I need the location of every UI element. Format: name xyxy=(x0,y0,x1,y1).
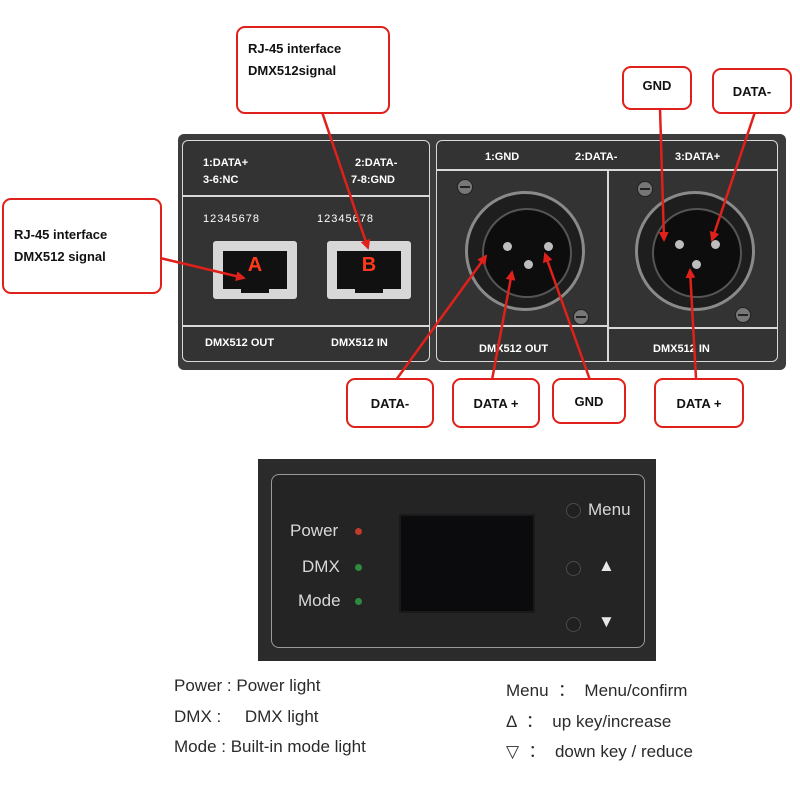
up-arrow-icon: ▲ xyxy=(598,556,615,575)
xlr-plug-ring xyxy=(652,208,742,298)
rj45-section: 1:DATA+ 3-6:NC 2:DATA- 7-8:GND 12345678 … xyxy=(182,140,430,362)
divider xyxy=(607,327,777,329)
rj45-pinout-right-2: 7-8:GND xyxy=(351,174,396,186)
divider xyxy=(607,169,609,361)
connector-panel: 1:DATA+ 3-6:NC 2:DATA- 7-8:GND 12345678 … xyxy=(178,134,786,370)
legend-power: Power : Power light xyxy=(174,676,321,695)
xlr-out-socket[interactable] xyxy=(465,191,585,311)
callout-text: DATA + xyxy=(676,395,722,411)
power-label: Power xyxy=(290,521,339,540)
xlr-pin-gnd xyxy=(675,240,684,249)
legend-menu: Menu ： Menu/confirm xyxy=(506,681,688,700)
screw-icon xyxy=(735,307,751,323)
callout-gnd-top: GND xyxy=(622,66,692,110)
legend-up: Δ ： up key/increase xyxy=(506,712,672,731)
port-a-letter: A xyxy=(247,254,263,276)
controller-panel: Power DMX Mode Menu ▲ ▼ xyxy=(258,459,656,661)
rj45-pinout-left-2: 3-6:NC xyxy=(203,174,239,186)
menu-button[interactable] xyxy=(566,503,581,518)
xlr-pin-gnd xyxy=(544,242,553,251)
callout-line: RJ-45 interface xyxy=(14,227,108,242)
mode-label: Mode xyxy=(298,591,341,610)
divider xyxy=(183,325,429,327)
callout-gnd-bottom: GND xyxy=(552,378,626,424)
callout-text: GND xyxy=(642,78,672,93)
rj45-pinout-left-1: 1:DATA+ xyxy=(203,157,249,169)
rj45-a-pin-numbers: 12345678 xyxy=(203,213,260,225)
down-button[interactable] xyxy=(566,617,581,632)
rj45-port-b[interactable]: B xyxy=(327,241,411,299)
xlr-pin-data-plus xyxy=(524,260,533,269)
callout-data-plus-bottom: DATA + xyxy=(452,378,540,428)
screw-icon xyxy=(637,181,653,197)
callout-line: RJ-45 interface xyxy=(248,41,342,56)
xlr-pin1-label: 1:GND xyxy=(485,151,520,163)
rj45-pinout-right-1: 2:DATA- xyxy=(355,157,398,169)
rj45-port-a-label: DMX512 OUT xyxy=(205,337,275,349)
port-latch xyxy=(241,283,269,293)
divider xyxy=(437,325,607,327)
callout-rj45-top: RJ-45 interface DMX512signal xyxy=(236,26,390,114)
legend-dmx: DMX : DMX light xyxy=(174,707,319,726)
rj45-port-b-label: DMX512 IN xyxy=(331,337,388,349)
callout-data-plus-right: DATA + xyxy=(654,378,744,428)
callout-text: DATA- xyxy=(732,83,772,99)
xlr-in-plug[interactable] xyxy=(635,191,755,311)
divider xyxy=(183,195,429,197)
callout-line: DMX512 signal xyxy=(14,249,106,264)
xlr-pin3-label: 3:DATA+ xyxy=(675,151,721,163)
legend-mode: Mode : Built-in mode light xyxy=(174,737,366,756)
xlr-in-label: DMX512 IN xyxy=(653,343,710,355)
controller-face: Power DMX Mode Menu ▲ ▼ xyxy=(271,474,645,648)
menu-label: Menu xyxy=(588,500,631,519)
power-led-icon xyxy=(355,528,362,535)
up-button[interactable] xyxy=(566,561,581,576)
legend-down: ▽ ： down key / reduce xyxy=(506,742,693,761)
xlr-section: 1:GND 2:DATA- 3:DATA+ DMX512 OUT DMX512 … xyxy=(436,140,778,362)
rj45-port-a[interactable]: A xyxy=(213,241,297,299)
callout-text: DATA- xyxy=(370,395,410,411)
mode-led-icon xyxy=(355,598,362,605)
port-opening xyxy=(337,251,401,289)
callout-data-minus-bottom: DATA- xyxy=(346,378,434,428)
screw-icon xyxy=(573,309,589,325)
rj45-b-pin-numbers: 12345678 xyxy=(317,213,374,225)
down-arrow-icon: ▼ xyxy=(598,612,615,631)
dmx-label: DMX xyxy=(302,557,340,576)
xlr-pin-data-plus xyxy=(692,260,701,269)
xlr-pin-data-minus xyxy=(503,242,512,251)
callout-text: DATA + xyxy=(473,395,519,411)
xlr-pin2-label: 2:DATA- xyxy=(575,151,618,163)
callout-rj45-left: RJ-45 interface DMX512 signal xyxy=(2,198,162,294)
xlr-socket-ring xyxy=(482,208,572,298)
display-screen xyxy=(399,514,535,613)
port-b-letter: B xyxy=(361,254,377,276)
dmx-led-icon xyxy=(355,564,362,571)
callout-text: GND xyxy=(574,393,604,409)
callout-data-minus-top: DATA- xyxy=(712,68,792,114)
xlr-out-label: DMX512 OUT xyxy=(479,343,549,355)
xlr-pin-data-minus xyxy=(711,240,720,249)
port-latch xyxy=(355,283,383,293)
screw-icon xyxy=(457,179,473,195)
callout-line: DMX512signal xyxy=(248,63,337,78)
